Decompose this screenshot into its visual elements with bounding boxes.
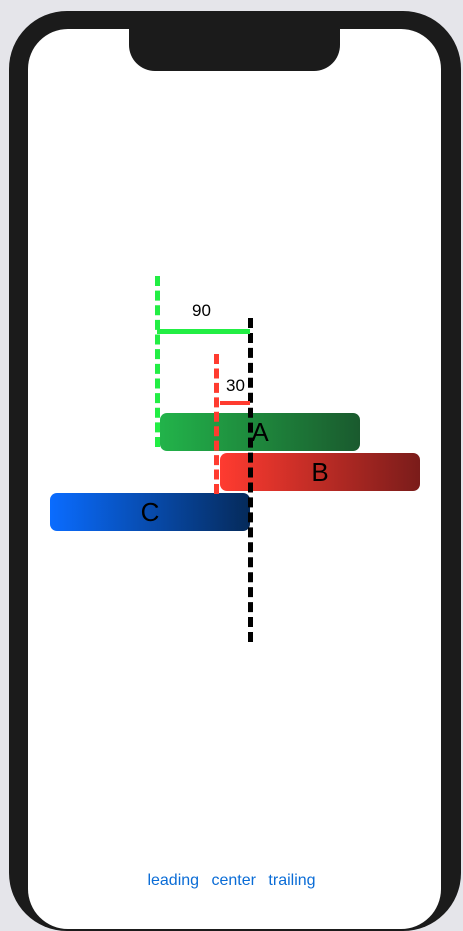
alignment-button-bar: leading center trailing [0, 872, 463, 890]
leading-button[interactable]: leading [147, 872, 200, 889]
box-c: C [50, 493, 250, 531]
trailing-button[interactable]: trailing [268, 872, 316, 889]
box-b-label: B [311, 456, 329, 487]
green-guide-line [155, 276, 160, 447]
red-offset-label: 30 [226, 376, 245, 395]
center-button[interactable]: center [211, 872, 256, 889]
box-b: B [220, 453, 420, 491]
green-offset-line [157, 329, 250, 334]
red-offset-line [220, 401, 250, 405]
box-a-label: A [251, 416, 269, 447]
red-guide-line [214, 354, 219, 494]
center-guide-line [248, 318, 253, 642]
box-c-label: C [140, 496, 160, 527]
box-a: A [160, 413, 360, 451]
phone-notch [129, 27, 340, 71]
green-offset-label: 90 [192, 301, 211, 320]
